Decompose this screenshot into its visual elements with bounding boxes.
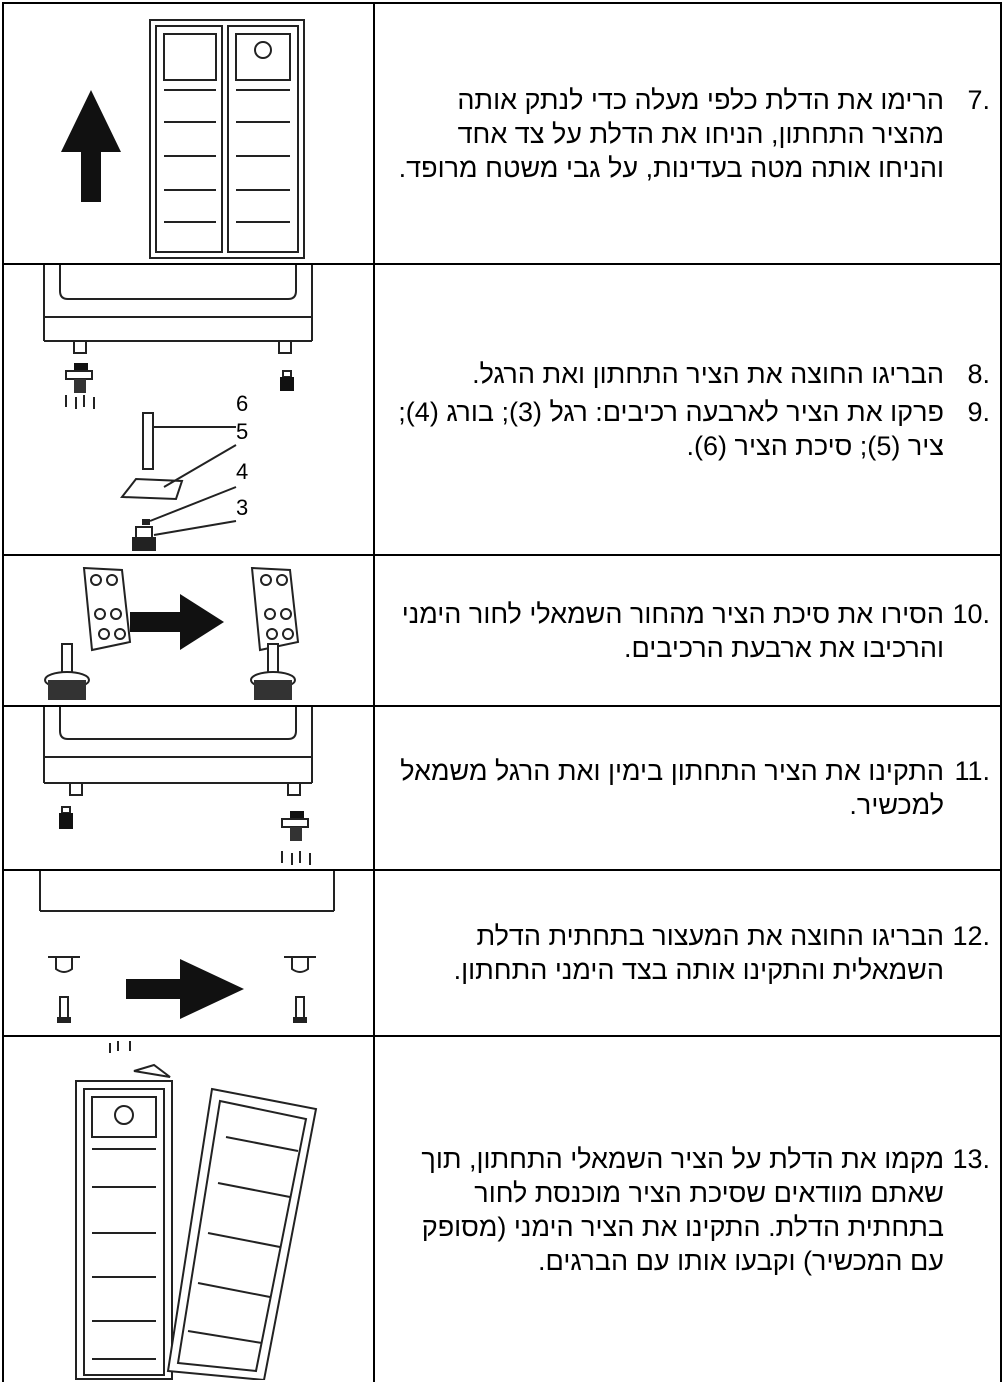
step-text: התקינו את הציר התחתון בימין ואת הרגל משמ… (400, 756, 944, 820)
table-row: 12. הבריגו החוצה את המעצור בתחתית הדלת ה… (4, 871, 1000, 1037)
illustration-hinge-parts: 6 5 4 3 (4, 265, 375, 554)
step-text: מקמו את הדלת על הציר השמאלי התחתון, תוך … (421, 1143, 944, 1276)
table-row: 6 5 4 3 (4, 265, 1000, 556)
table-row: 13. מקמו את הדלת על הציר השמאלי התחתון, … (4, 1037, 1000, 1382)
step-13: 13. מקמו את הדלת על הציר השמאלי התחתון, … (377, 1142, 990, 1278)
step-number: 8. (967, 358, 990, 389)
illustration-mount-door (4, 1037, 375, 1382)
step-number: 11. (954, 756, 990, 786)
fridge-body-drawing (75, 1080, 173, 1380)
part-label-5: 5 (236, 419, 248, 444)
step-number: 13. (952, 1143, 990, 1174)
up-arrow-icon (61, 90, 121, 202)
step-text: הסירו את סיכת הציר מהחור השמאלי לחור הימ… (401, 598, 944, 663)
step-text-cell: 13. מקמו את הדלת על הציר השמאלי התחתון, … (377, 1037, 1000, 1382)
step-12: 12. הבריגו החוצה את המעצור בתחתית הדלת ה… (377, 919, 990, 987)
illustration-move-door-stop (4, 871, 375, 1035)
cabinet-bottom-drawing (43, 707, 313, 796)
step-number: 10. (952, 598, 990, 629)
bolt-part: 4 (142, 459, 248, 525)
illustration-install-hinge-right (4, 707, 375, 869)
hinge-plate-part: 5 (120, 419, 248, 501)
foot-left (59, 806, 73, 829)
door-bottom-drawing (39, 871, 335, 912)
hinge-after (250, 566, 300, 700)
illustration-move-hinge-pin (4, 556, 375, 705)
hinge-assembly-right (281, 811, 311, 865)
cabinet-bottom-drawing (43, 265, 313, 354)
part-label-6: 6 (236, 391, 248, 416)
door-stop-right (284, 956, 316, 1023)
step-text-cell: 8. הבריגו החוצה את הציר התחתון ואת הרגל.… (377, 265, 1000, 554)
door-tilted-drawing (166, 1087, 318, 1380)
step-9: 9. פרקו את הציר לארבעה רכיבים: רגל (3); … (377, 395, 990, 463)
step-text-cell: 7. הרימו את הדלת כלפי מעלה כדי לנתק אותה… (377, 4, 1000, 263)
hinge-before (44, 566, 132, 700)
table-row: 11. התקינו את הציר התחתון בימין ואת הרגל… (4, 707, 1000, 871)
foot-right (280, 370, 294, 391)
step-number: 12. (952, 921, 990, 951)
hinge-assembly-left (65, 363, 95, 409)
step-number: 7. (967, 84, 990, 115)
illustration-lift-door (4, 4, 375, 263)
table-row: 7. הרימו את הדלת כלפי מעלה כדי לנתק אותה… (4, 4, 1000, 265)
right-arrow-icon (126, 959, 244, 1019)
step-7: 7. הרימו את הדלת כלפי מעלה כדי לנתק אותה… (377, 83, 990, 185)
door-stop-left (48, 956, 80, 1023)
step-text-cell: 10. הסירו את סיכת הציר מהחור השמאלי לחור… (377, 556, 1000, 705)
step-text: הרימו את הדלת כלפי מעלה כדי לנתק אותה מה… (398, 84, 944, 183)
right-arrow-icon (130, 594, 224, 650)
part-label-4: 4 (236, 459, 248, 484)
step-8: 8. הבריגו החוצה את הציר התחתון ואת הרגל. (377, 357, 990, 391)
top-hinge-and-screws (109, 1041, 171, 1078)
part-label-3: 3 (236, 495, 248, 520)
fridge-front-drawing (149, 19, 305, 259)
step-text-cell: 11. התקינו את הציר התחתון בימין ואת הרגל… (377, 707, 1000, 869)
foot-part: 3 (132, 495, 248, 551)
table-row: 10. הסירו את סיכת הציר מהחור השמאלי לחור… (4, 556, 1000, 707)
step-text: הבריגו החוצה את הציר התחתון ואת הרגל. (472, 358, 944, 389)
step-11: 11. התקינו את הציר התחתון בימין ואת הרגל… (377, 754, 990, 822)
step-number: 9. (967, 396, 990, 427)
step-text: פרקו את הציר לארבעה רכיבים: רגל (3); בור… (398, 396, 944, 461)
step-10: 10. הסירו את סיכת הציר מהחור השמאלי לחור… (377, 597, 990, 665)
step-text: הבריגו החוצה את המעצור בתחתית הדלת השמאל… (453, 921, 944, 985)
step-text-cell: 12. הבריגו החוצה את המעצור בתחתית הדלת ה… (377, 871, 1000, 1035)
hinge-pin-part: 6 (142, 391, 248, 470)
